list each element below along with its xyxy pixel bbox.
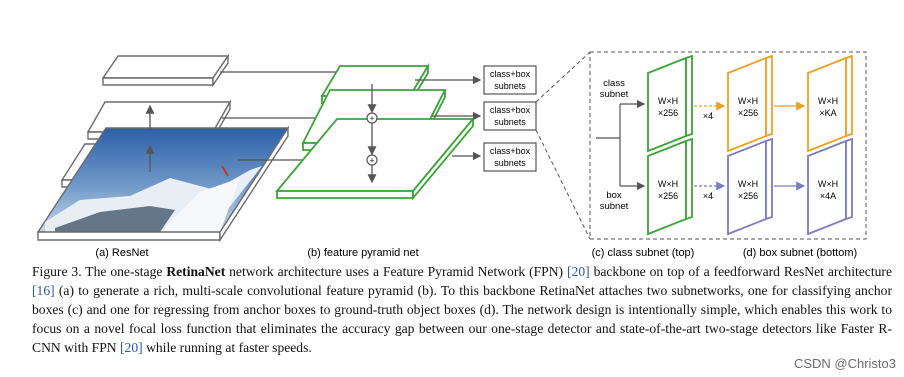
svg-text:subnets: subnets	[494, 81, 526, 91]
svg-text:×256: ×256	[658, 191, 678, 201]
citation-link[interactable]: [20]	[567, 264, 590, 279]
svg-text:×256: ×256	[738, 108, 758, 118]
class-subnet-caption: (c) class subnet (top)	[592, 247, 695, 259]
model-name: RetinaNet	[166, 264, 226, 279]
fpn-label: (b) feature pyramid net	[307, 247, 418, 259]
box-subnet-label: box	[606, 190, 622, 201]
resnet-label: (a) ResNet	[95, 247, 148, 259]
architecture-diagram: + + class+box subnets class+box subnets …	[36, 51, 867, 259]
class-feature-map: W×H ×256	[727, 54, 773, 153]
svg-text:W×H: W×H	[818, 96, 838, 106]
class-feature-map: W×H ×256	[647, 54, 693, 153]
resnet-stack	[36, 53, 290, 243]
zoom-lines	[535, 51, 591, 240]
resnet-layer-top	[101, 53, 230, 88]
citation-link[interactable]: [20]	[120, 340, 143, 355]
citation-link[interactable]: [16]	[32, 283, 55, 298]
class-output-map: W×H ×KA	[807, 54, 853, 153]
box-subnet-label: subnet	[600, 201, 629, 212]
svg-text:W×H: W×H	[658, 179, 678, 189]
box-feature-map: W×H ×256	[647, 137, 693, 236]
svg-text:×256: ×256	[658, 108, 678, 118]
svg-text:×4A: ×4A	[820, 191, 836, 201]
repeat-label: ×4	[703, 111, 713, 121]
svg-text:class+box: class+box	[490, 69, 531, 79]
svg-text:+: +	[369, 114, 374, 124]
branch-lines	[596, 99, 646, 191]
svg-text:W×H: W×H	[658, 96, 678, 106]
subnet-box: class+box subnets	[483, 101, 537, 131]
watermark: CSDN @Christo3	[793, 356, 896, 371]
figure-caption: Figure 3. The one-stage RetinaNet networ…	[32, 264, 892, 355]
fpn-stack: + +	[275, 62, 475, 201]
diagram-svg: + + class+box subnets class+box subnets …	[36, 51, 867, 259]
fpn-to-subnet-arrows	[415, 75, 482, 161]
repeat-label: ×4	[703, 191, 713, 201]
svg-text:class+box: class+box	[490, 105, 531, 115]
box-feature-map: W×H ×256	[727, 137, 773, 236]
svg-text:class+box: class+box	[490, 146, 531, 156]
svg-text:×256: ×256	[738, 191, 758, 201]
box-output-map: W×H ×4A	[807, 137, 853, 236]
subnet-box: class+box subnets	[483, 65, 537, 95]
subnet-box: class+box subnets	[483, 142, 537, 172]
svg-text:W×H: W×H	[738, 179, 758, 189]
resnet-input-image	[36, 125, 290, 243]
svg-text:subnets: subnets	[494, 117, 526, 127]
box-subnet-caption: (d) box subnet (bottom)	[743, 247, 857, 259]
class-subnet-label: subnet	[600, 89, 629, 100]
svg-text:W×H: W×H	[738, 96, 758, 106]
svg-text:subnets: subnets	[494, 158, 526, 168]
svg-text:W×H: W×H	[818, 179, 838, 189]
svg-text:+: +	[369, 156, 374, 166]
svg-text:×KA: ×KA	[819, 108, 836, 118]
class-subnet-label: class	[603, 78, 625, 89]
